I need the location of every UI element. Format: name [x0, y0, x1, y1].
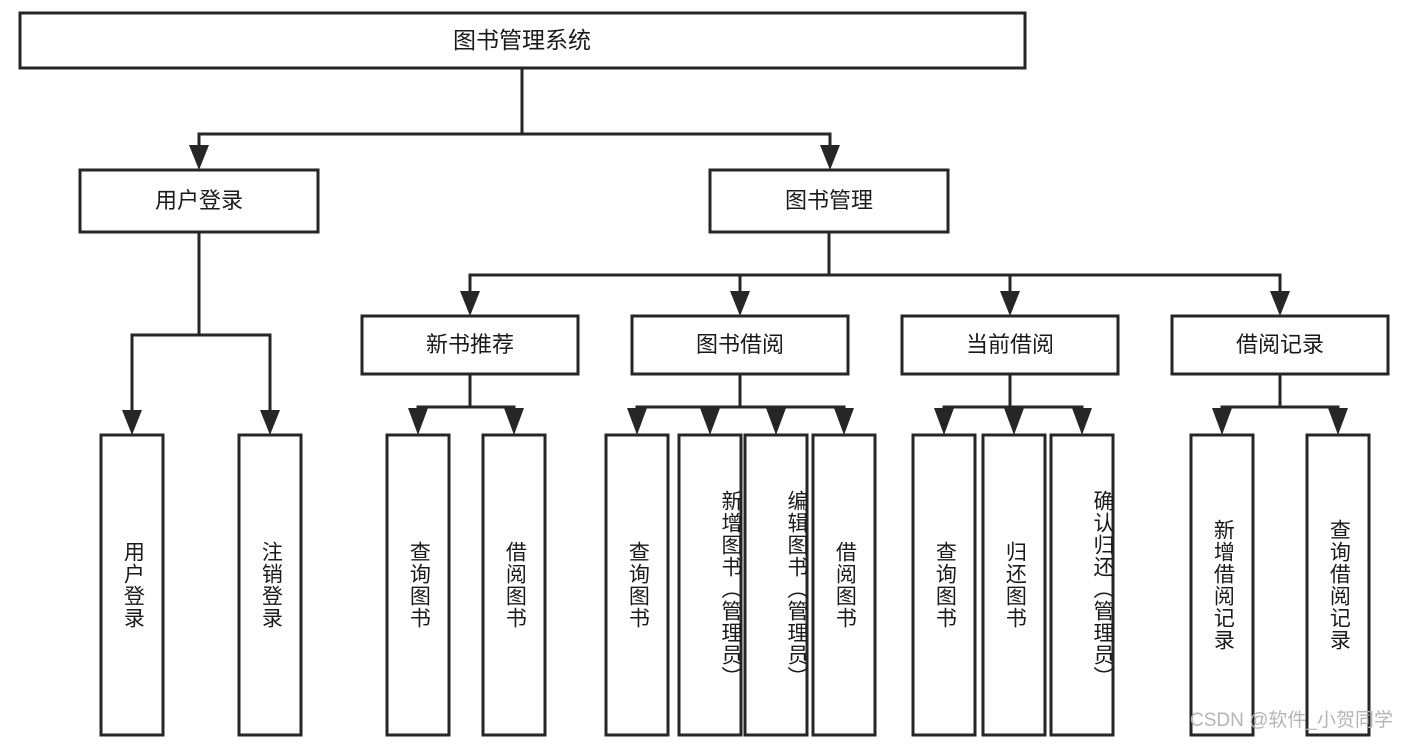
arrow-head-icon — [408, 408, 428, 435]
leaf-edit-book-box[interactable] — [743, 433, 809, 737]
watermark-text: CSDN @软件_小贺同学 — [1190, 710, 1393, 731]
arrow-head-icon — [1212, 408, 1232, 435]
node-root-box — [18, 11, 1027, 70]
edge-root-to-level2 — [189, 66, 840, 170]
node-borrow-record[interactable]: 借阅记录 — [1170, 314, 1390, 376]
node-book-manage[interactable]: 图书管理 — [708, 168, 950, 234]
edge-user-login-to-leaves — [122, 230, 280, 435]
arrow-head-icon — [260, 410, 280, 435]
node-root[interactable]: 图书管理系统 — [18, 11, 1027, 70]
edge-new-book-rec-to-leaves — [408, 372, 524, 435]
node-borrow-record-label: 借阅记录 — [1236, 332, 1324, 357]
arrow-head-icon — [460, 291, 480, 316]
edge-book-manage-to-level3 — [460, 230, 1290, 316]
arrow-head-icon — [1000, 291, 1020, 316]
leaf-return-book-box[interactable] — [981, 433, 1047, 737]
node-new-book-rec[interactable]: 新书推荐 — [360, 314, 580, 376]
arrow-head-icon — [766, 408, 786, 435]
node-book-borrow-label: 图书借阅 — [696, 332, 784, 357]
node-current-borrow-label: 当前借阅 — [966, 332, 1054, 357]
arrow-head-icon — [834, 408, 854, 435]
leaf-boxes — [99, 433, 1371, 737]
arrow-head-icon — [122, 410, 142, 435]
arrow-head-icon — [1004, 408, 1024, 435]
edge-borrow-record-to-leaves — [1212, 372, 1348, 435]
arrow-head-icon — [627, 408, 647, 435]
leaf-add-record-box[interactable] — [1189, 433, 1255, 737]
node-book-manage-label: 图书管理 — [785, 188, 873, 213]
node-user-login[interactable]: 用户登录 — [78, 168, 320, 234]
leaf-add-book-box[interactable] — [677, 433, 743, 737]
node-user-login-label: 用户登录 — [155, 188, 243, 213]
arrow-head-icon — [189, 145, 209, 170]
node-user-login-box — [78, 168, 320, 234]
leaf-user-logout-box[interactable] — [237, 433, 303, 737]
arrow-head-icon — [730, 291, 750, 316]
arrow-head-icon — [700, 408, 720, 435]
node-book-borrow[interactable]: 图书借阅 — [630, 314, 850, 376]
node-new-book-rec-box — [360, 314, 580, 376]
leaf-query-book-1-box[interactable] — [385, 433, 451, 737]
leaf-borrow-book-2-box[interactable] — [811, 433, 877, 737]
leaf-confirm-return-box[interactable] — [1049, 433, 1115, 737]
arrow-head-icon — [934, 408, 954, 435]
node-root-label: 图书管理系统 — [453, 27, 591, 53]
leaf-query-book-2-box[interactable] — [604, 433, 670, 737]
edge-current-borrow-to-leaves — [934, 372, 1092, 435]
arrow-head-icon — [1072, 408, 1092, 435]
node-current-borrow[interactable]: 当前借阅 — [900, 314, 1120, 376]
node-new-book-rec-label: 新书推荐 — [426, 332, 514, 357]
leaf-query-record-box[interactable] — [1305, 433, 1371, 737]
arrow-head-icon — [1270, 291, 1290, 316]
leaf-query-book-3-box[interactable] — [911, 433, 977, 737]
leaf-user-login-box[interactable] — [99, 433, 165, 737]
node-current-borrow-box — [900, 314, 1120, 376]
edge-book-borrow-to-leaves — [627, 372, 854, 435]
arrow-head-icon — [1328, 408, 1348, 435]
leaf-borrow-book-1-box[interactable] — [481, 433, 547, 737]
arrow-head-icon — [504, 408, 524, 435]
arrow-head-icon — [820, 145, 840, 170]
